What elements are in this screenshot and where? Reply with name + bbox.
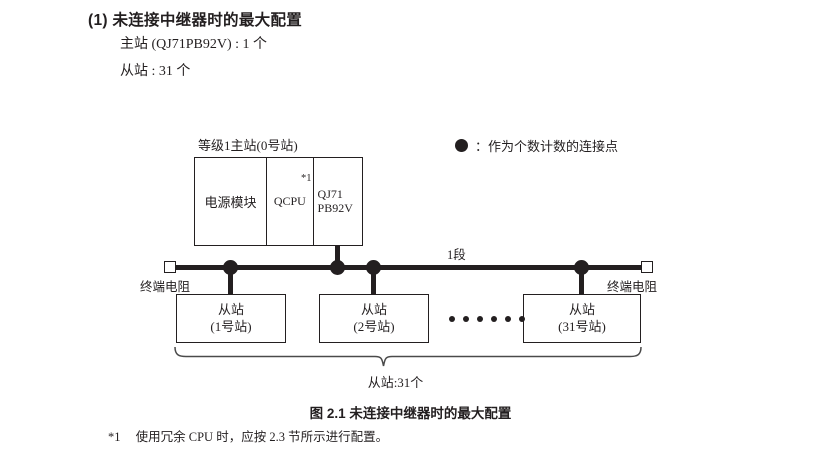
network-module-label-line1: QJ71 [317, 186, 343, 201]
connection-node-master [330, 260, 345, 275]
ellipsis-dots-icon [449, 316, 525, 322]
power-module-label: 电源模块 [204, 195, 257, 210]
drop-line-slave-2 [371, 267, 376, 295]
slave-31-line1: 从站 [568, 301, 595, 317]
filled-circle-icon [455, 139, 468, 152]
qcpu-cell: QCPU *1 [267, 158, 314, 245]
power-module-cell: 电源模块 [195, 158, 268, 245]
legend-label: 作为个数计数的连接点 [488, 139, 619, 154]
heading-text: 未连接中继器时的最大配置 [112, 12, 303, 29]
footnote: *1 使用冗余 CPU 时，应按 2.3 节所示进行配置。 [108, 426, 388, 445]
footnote-text: 使用冗余 CPU 时，应按 2.3 节所示进行配置。 [135, 430, 389, 444]
slave-station-box-1: 从站 (1号站) [176, 294, 286, 343]
network-module-label-line2: PB92V [317, 200, 353, 215]
master-station-label: 等级1主站(0号站) [198, 138, 298, 153]
page-title: (1) 未连接中继器时的最大配置 [88, 8, 302, 30]
slave-1-line1: 从站 [217, 301, 244, 317]
segment-label: 1段 [447, 248, 466, 262]
slave-2-line2: (2号站) [353, 318, 395, 334]
footnote-mark: *1 [108, 430, 121, 444]
bus-line [170, 265, 651, 270]
terminating-resistor-left-label: 终端电阻 [140, 280, 191, 294]
slave-31-line2: (31号站) [558, 318, 606, 334]
qcpu-label: QCPU [273, 194, 306, 208]
master-station-module: 电源模块 QCPU *1 QJ71 PB92V [194, 157, 363, 246]
master-count-line: 主站 (QJ71PB92V) : 1 个 [120, 37, 268, 52]
terminating-resistor-left-icon [164, 261, 176, 273]
legend-separator: ： [475, 139, 489, 154]
slave-station-box-2: 从站 (2号站) [319, 294, 429, 343]
slave-2-line1: 从站 [360, 301, 387, 317]
master-drop-line [335, 246, 340, 268]
slave-count-line: 从站 : 31 个 [120, 64, 191, 79]
terminating-resistor-right-label: 终端电阻 [607, 280, 658, 294]
drop-line-slave-31 [579, 267, 584, 295]
slave-station-box-31: 从站 (31号站) [523, 294, 641, 343]
legend: ： 作为个数计数的连接点 [455, 136, 618, 155]
drop-line-slave-1 [228, 267, 233, 295]
qcpu-footnote-mark: *1 [301, 173, 312, 184]
network-module-cell: QJ71 PB92V [314, 158, 362, 245]
slave-1-line2: (1号站) [210, 318, 252, 334]
terminating-resistor-right-icon [641, 261, 653, 273]
heading-number: (1) [88, 12, 108, 29]
figure-caption: 图 2.1 未连接中继器时的最大配置 [309, 406, 512, 421]
slave-group-brace-icon [174, 346, 642, 367]
slave-group-label: 从站:31个 [367, 375, 424, 390]
